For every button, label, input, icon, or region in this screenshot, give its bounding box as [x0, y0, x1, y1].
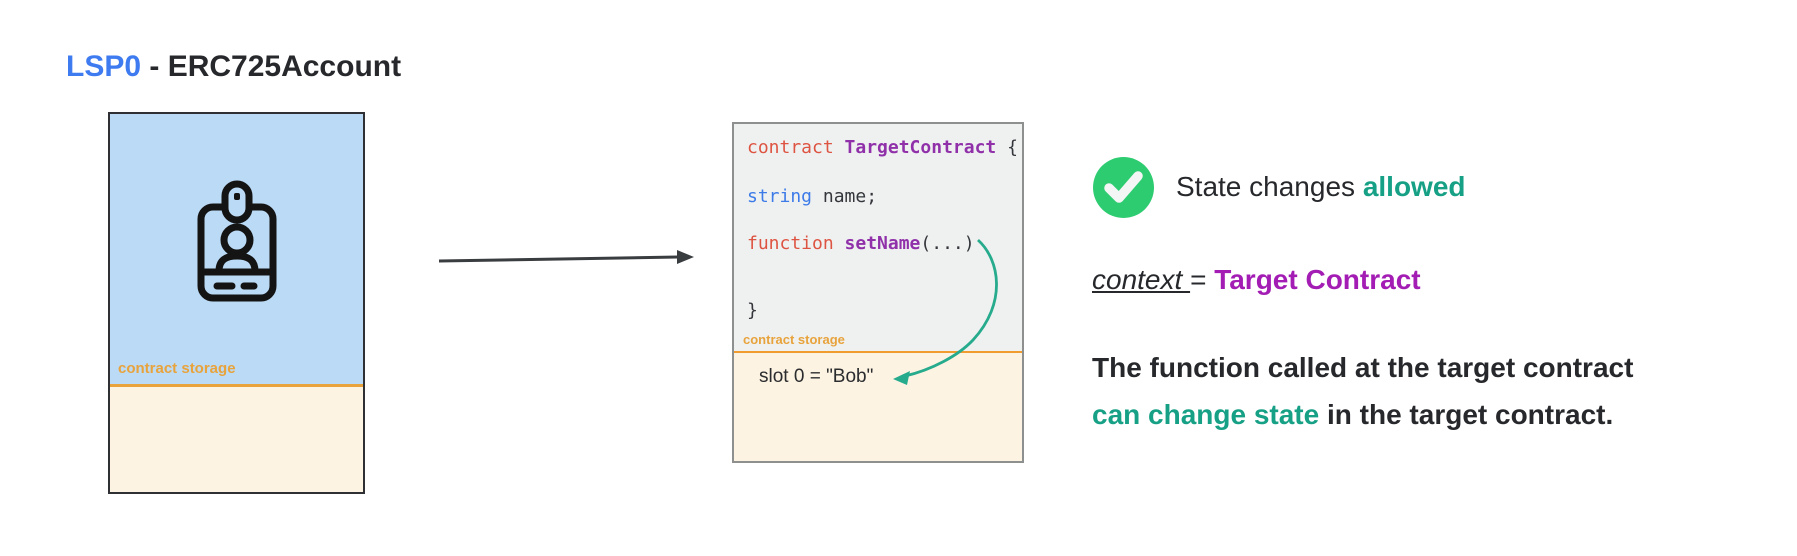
description-text: The function called at the target contra… — [1092, 344, 1633, 438]
code-function-args: (...) — [920, 233, 975, 254]
description-line2-rest: in the target contract. — [1319, 399, 1614, 430]
description-highlight: can change state — [1092, 399, 1320, 430]
right-arrow-icon — [438, 250, 694, 264]
code-close-brace: } — [747, 300, 758, 321]
target-contract-box: contract TargetContract { string name; f… — [732, 122, 1024, 463]
code-keyword-function: function — [747, 233, 834, 254]
erc725-account-box: contract storage — [108, 112, 365, 494]
slot-value: slot 0 = "Bob" — [759, 366, 874, 387]
status-allowed: allowed — [1362, 171, 1466, 202]
code-line-contract-declaration: contract TargetContract { — [747, 137, 1018, 158]
context-label: context — [1092, 264, 1191, 295]
description-line1: The function called at the target contra… — [1092, 352, 1634, 383]
code-line-string-name: string name; — [747, 186, 877, 207]
status-line: State changes allowed — [1176, 170, 1466, 204]
code-keyword-contract: contract — [747, 137, 834, 158]
account-storage-label: contract storage — [118, 360, 236, 377]
id-card-icon — [197, 180, 276, 302]
title-rest: - ERC725Account — [141, 50, 402, 83]
target-code-area: contract TargetContract { string name; f… — [734, 124, 1022, 353]
context-equals: = — [1190, 264, 1215, 295]
target-storage-label: contract storage — [743, 332, 845, 347]
code-contract-name: TargetContract — [833, 137, 997, 158]
status-prefix: State changes — [1176, 171, 1363, 202]
code-open-brace: { — [996, 137, 1018, 158]
account-storage-area — [110, 387, 363, 492]
target-storage-area: slot 0 = "Bob" — [734, 353, 1022, 461]
title-highlight: LSP0 — [66, 50, 142, 83]
context-line: context = Target Contract — [1092, 263, 1421, 297]
code-function-name: setName — [833, 233, 921, 254]
page-title: LSP0 - ERC725Account — [66, 50, 401, 84]
check-circle-icon — [1093, 157, 1154, 218]
description-line2: can change state in the target contract. — [1092, 391, 1633, 438]
account-contract-area: contract storage — [110, 114, 363, 387]
code-line-function-setname: function setName(...) — [747, 233, 975, 254]
code-var-name: name; — [812, 186, 878, 207]
context-value: Target Contract — [1214, 264, 1421, 295]
code-type-string: string — [747, 186, 813, 207]
